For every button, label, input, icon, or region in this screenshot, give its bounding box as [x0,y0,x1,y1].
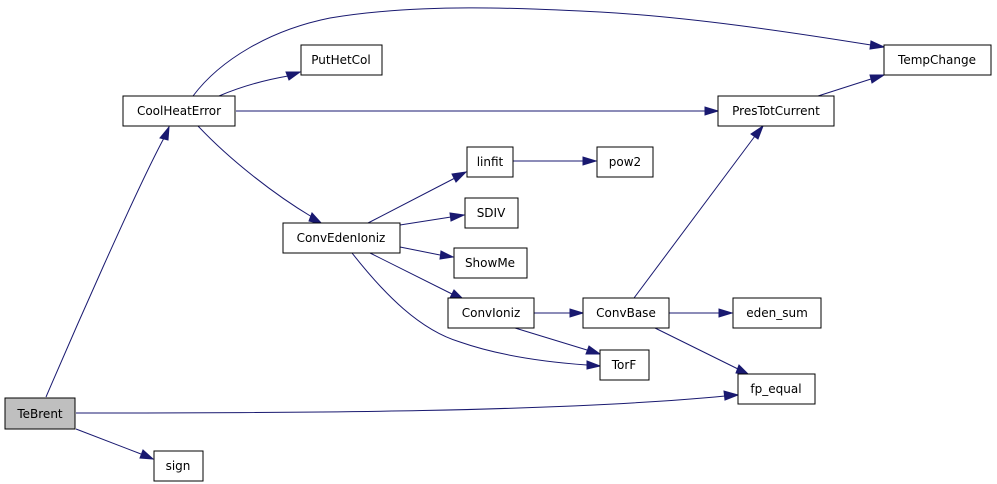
node-tebrent[interactable]: TeBrent [4,397,76,430]
node-label-pow2: pow2 [609,155,641,169]
node-puthetcol[interactable]: PutHetCol [300,44,383,76]
edge-tebrent-sign [75,428,142,455]
edge-convedenioniz-torf [351,252,588,366]
node-label-fp-equal: fp_equal [750,382,801,396]
edge-coolheaterror-convedenioniz [197,125,313,218]
edge-convedenioniz-linfit [367,177,456,224]
nodes-layer: TeBrent sign CoolHeatError PutHetCol Tem… [4,44,992,482]
node-fp-equal[interactable]: fp_equal [737,373,816,405]
node-convbase[interactable]: ConvBase [582,297,670,329]
node-label-convioniz: ConvIoniz [462,306,521,320]
node-label-coolheaterror: CoolHeatError [137,104,221,118]
edge-prestotcurrent-tempchange [817,78,872,97]
arrowhead [869,74,886,84]
node-sign[interactable]: sign [153,450,204,482]
node-pow2[interactable]: pow2 [596,146,654,178]
node-label-showme: ShowMe [465,256,515,270]
node-linfit[interactable]: linfit [466,146,514,178]
node-label-eden-sum: eden_sum [746,306,808,320]
edge-tebrent-coolheaterror [45,137,165,398]
edge-convbase-fp-equal [654,327,739,370]
node-label-puthetcol: PutHetCol [311,53,371,67]
node-label-tebrent: TeBrent [16,407,63,421]
node-torf[interactable]: TorF [599,349,650,381]
node-convedenioniz[interactable]: ConvEdenIoniz [282,222,401,254]
arrowhead [159,125,170,141]
arrowhead [308,212,324,225]
edge-convedenioniz-showme [399,246,441,256]
node-showme[interactable]: ShowMe [453,247,528,279]
arrowhead [585,345,602,355]
arrowhead [449,212,466,222]
node-label-convbase: ConvBase [596,306,656,320]
edge-coolheaterror-tempchange [192,7,872,97]
node-coolheaterror[interactable]: CoolHeatError [122,95,236,127]
node-prestotcurrent[interactable]: PresTotCurrent [717,95,835,127]
arrowhead [451,171,468,183]
edge-convioniz-torf [514,327,588,351]
edge-tebrent-fp-equal [75,395,726,414]
arrowhead [718,308,734,318]
node-eden-sum[interactable]: eden_sum [732,297,822,329]
arrowhead [750,124,765,140]
node-label-sign: sign [166,459,191,473]
node-label-prestotcurrent: PresTotCurrent [732,104,820,118]
node-label-linfit: linfit [477,155,504,169]
arrowhead [285,71,302,81]
arrowhead [582,156,598,166]
arrowhead [586,360,602,370]
node-label-sdiv: SDIV [477,206,506,220]
arrowhead [723,390,740,401]
arrowhead [439,250,455,260]
edge-convedenioniz-convioniz [369,252,453,295]
node-sdiv[interactable]: SDIV [464,197,519,229]
node-tempchange[interactable]: TempChange [883,44,992,76]
node-label-torf: TorF [611,358,637,372]
arrowhead [869,40,886,50]
node-convioniz[interactable]: ConvIoniz [447,297,535,329]
edge-convedenioniz-sdiv [399,216,452,226]
arrowhead [569,308,585,318]
edge-convbase-prestotcurrent [633,135,756,299]
edge-coolheaterror-puthetcol [218,75,289,97]
arrowhead [139,449,155,460]
node-label-tempchange: TempChange [897,53,976,67]
node-label-convedenioniz: ConvEdenIoniz [297,231,386,245]
arrowhead [704,106,720,116]
